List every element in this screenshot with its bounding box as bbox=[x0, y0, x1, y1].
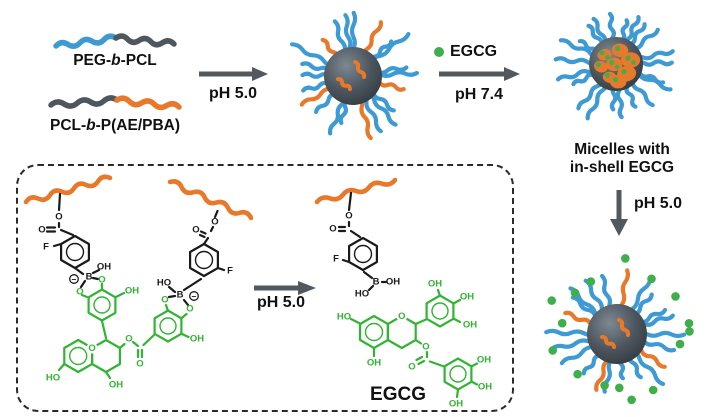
atom-label: B bbox=[86, 272, 93, 283]
step3-arrow-icon bbox=[610, 190, 628, 236]
micelle-released-egcg-illustration bbox=[544, 254, 694, 405]
atom-label: OH bbox=[460, 292, 474, 303]
atom-label: HO bbox=[337, 312, 351, 323]
egcg-legend-label: EGCG bbox=[450, 43, 498, 60]
atom-label: O bbox=[76, 287, 83, 298]
micelle-bare-illustration bbox=[290, 10, 419, 141]
polymer1-chain-illustration bbox=[53, 33, 177, 49]
atom-label: O bbox=[98, 275, 105, 286]
atom-label: O bbox=[38, 225, 45, 236]
atom-label: OH bbox=[478, 382, 492, 393]
polymer2-chain-illustration bbox=[48, 95, 182, 111]
atom-label: O bbox=[345, 211, 352, 222]
atom-label: OH bbox=[477, 355, 491, 366]
box-arrow-head-icon bbox=[298, 281, 316, 295]
box-ph-label: pH 5.0 bbox=[256, 294, 305, 311]
atom-label: B bbox=[373, 277, 380, 288]
step1-ph-label: pH 5.0 bbox=[208, 85, 257, 102]
micelle-inshell-egcg-illustration bbox=[553, 11, 675, 121]
molecular-structures-illustration: O O F B OH − O O OH O HO OH O O OH O O B… bbox=[23, 174, 492, 410]
atom-label: O bbox=[329, 224, 336, 235]
atom-label: B bbox=[177, 290, 184, 301]
atom-label: F bbox=[43, 242, 49, 253]
polymer2-label: PCL-b-P(AE/PBA) bbox=[49, 117, 181, 134]
atom-label: HO bbox=[355, 289, 369, 300]
charge-label: − bbox=[72, 275, 77, 285]
micelle2-caption: Micelles with in-shell EGCG bbox=[569, 141, 675, 176]
atom-label: O bbox=[186, 304, 193, 315]
polymer1-label: PEG-b-PCL bbox=[73, 52, 157, 69]
atom-label: F bbox=[333, 254, 339, 265]
atom-label: O bbox=[125, 334, 132, 345]
step3-ph-label: pH 5.0 bbox=[634, 195, 683, 212]
atom-label: OH bbox=[428, 279, 442, 290]
atom-label: HO bbox=[46, 373, 60, 384]
egcg-product-label: EGCG bbox=[370, 384, 426, 405]
atom-label: O bbox=[408, 362, 415, 373]
step2-arrow-icon bbox=[439, 67, 520, 81]
atom-label: O bbox=[88, 343, 95, 354]
atom-label: O bbox=[161, 295, 168, 306]
atom-label: O bbox=[211, 217, 218, 228]
atom-label: O bbox=[398, 311, 405, 322]
atom-label: O bbox=[55, 212, 62, 223]
atom-label: HO bbox=[157, 278, 171, 289]
charge-circle-icon bbox=[69, 274, 79, 284]
atom-label: OH bbox=[190, 334, 204, 345]
egcg-legend: EGCG bbox=[434, 43, 497, 61]
atom-label: O bbox=[422, 342, 429, 353]
atom-label: OH bbox=[386, 277, 400, 288]
step1-arrow-icon bbox=[199, 67, 268, 81]
atom-label: OH bbox=[125, 286, 139, 297]
atom-label: OH bbox=[97, 262, 111, 273]
charge-label: − bbox=[192, 292, 197, 302]
atom-label: F bbox=[227, 266, 233, 277]
charge-circle-icon bbox=[189, 291, 199, 301]
atom-label: OH bbox=[367, 358, 381, 369]
egcg-dot-icon bbox=[434, 47, 444, 57]
atom-label: OH bbox=[463, 320, 477, 331]
step2-ph-label: pH 7.4 bbox=[454, 86, 503, 103]
atom-label: OH bbox=[449, 399, 463, 410]
atom-label: O bbox=[192, 225, 199, 236]
atom-label: OH bbox=[109, 380, 123, 391]
atom-label: O bbox=[136, 359, 143, 370]
chemistry-inset-box: O O F B OH − O O OH O HO OH O O OH O O B… bbox=[16, 164, 514, 412]
